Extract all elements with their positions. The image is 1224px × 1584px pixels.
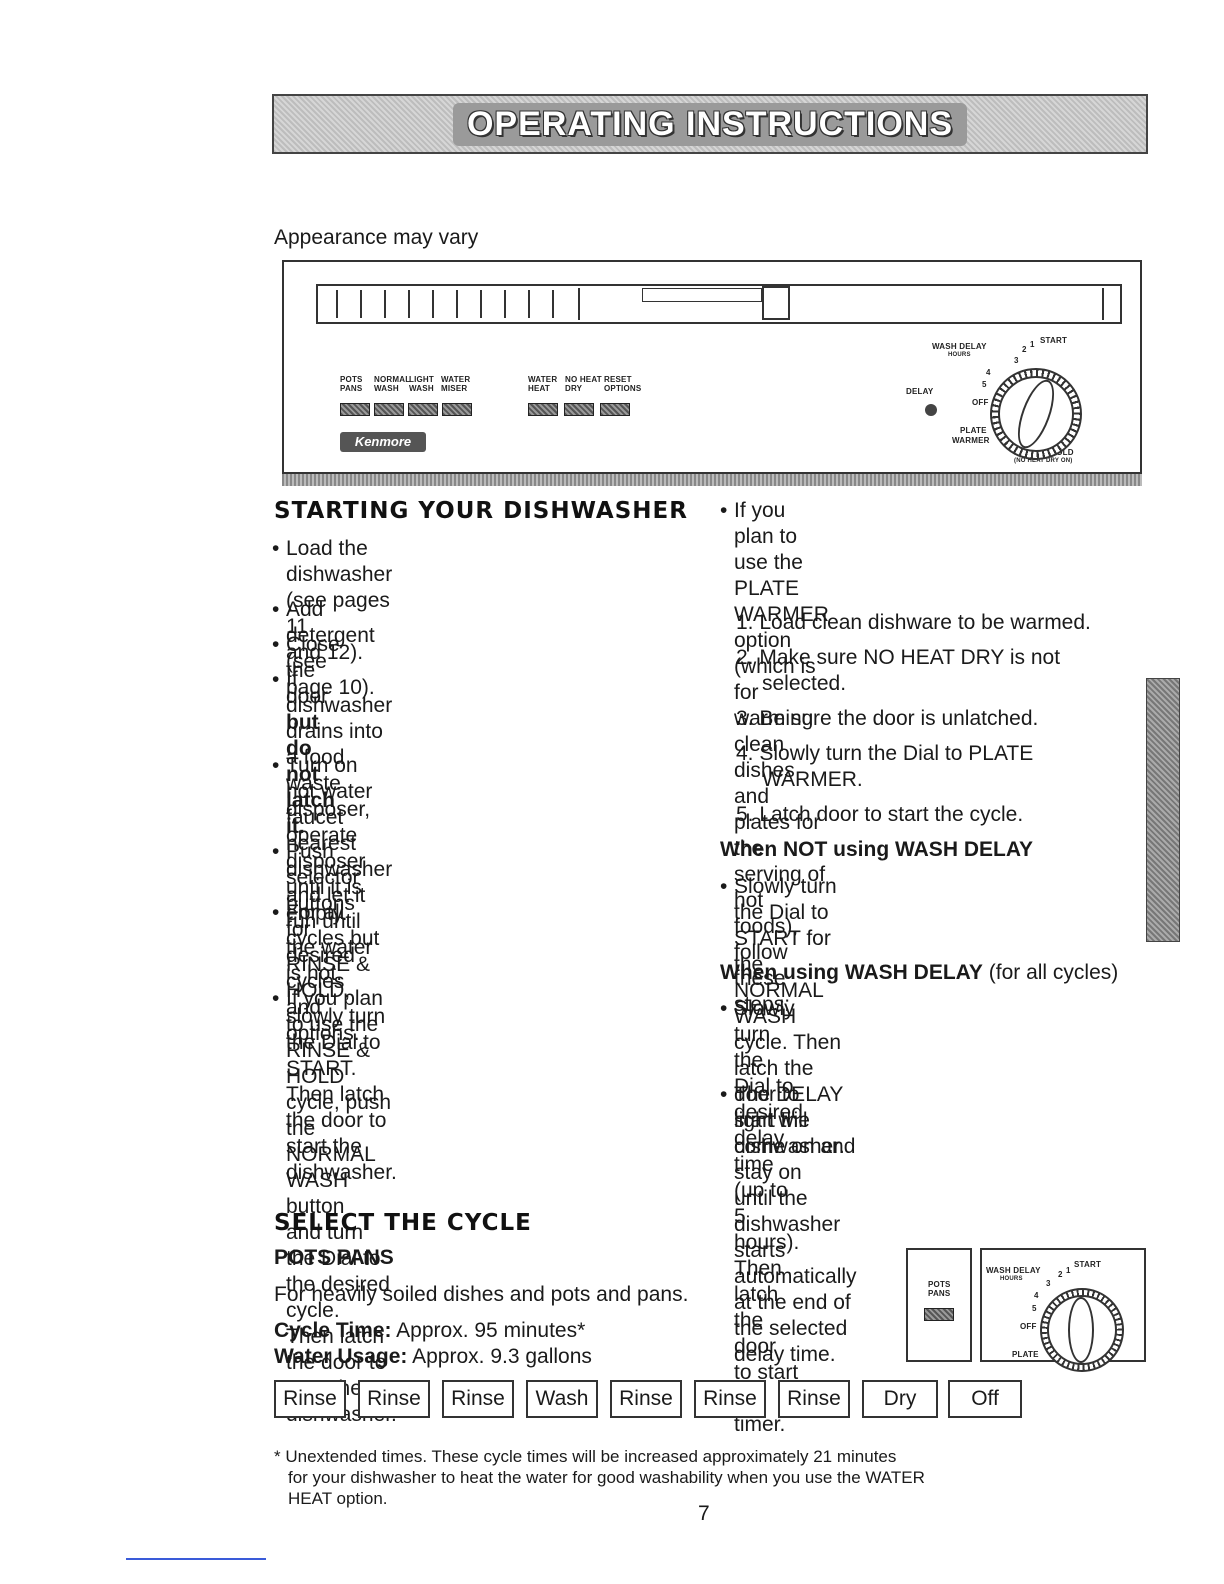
dial-label-off: OFF: [972, 398, 989, 407]
step-3: 3. Be sure the door is unlatched.: [736, 707, 1039, 730]
dial-label-start: START: [1040, 336, 1068, 345]
mini-label-start: START: [1074, 1260, 1102, 1269]
page-number: 7: [698, 1502, 710, 1525]
water-usage: Water Usage: Approx. 9.3 gallons: [274, 1345, 592, 1368]
starting-heading: STARTING YOUR DISHWASHER: [274, 498, 688, 524]
mini-dial-number-4: 4: [1034, 1291, 1039, 1300]
vent-slot: [504, 290, 506, 318]
mini-dial-number-5: 5: [1032, 1304, 1037, 1313]
step-5: 5. Latch door to start the cycle.: [736, 803, 1024, 826]
vent-slot: [456, 290, 458, 318]
dial-label-hours: HOURS: [948, 352, 971, 358]
dial-label-wash-delay: WASH DELAY: [932, 342, 987, 351]
pots-pans-description: For heavily soiled dishes and pots and p…: [274, 1283, 689, 1306]
cycle-step-box: Rinse: [610, 1380, 682, 1418]
select-cycle-heading: SELECT THE CYCLE: [274, 1210, 532, 1236]
mini-label-wash-delay: WASH DELAY: [986, 1266, 1041, 1275]
delay-label: DELAY: [906, 387, 934, 396]
latch-track: [642, 288, 762, 302]
vent-slot: [384, 290, 386, 318]
mini-button-pots-pans: [924, 1308, 954, 1321]
bottom-rule: [126, 1558, 266, 1560]
step-1: 1. Load clean dishware to be warmed.: [736, 611, 1091, 634]
cycle-step-box: Rinse: [358, 1380, 430, 1418]
panel-button-pots-pans: [340, 403, 370, 416]
vent-slot: [480, 290, 482, 318]
vent-slot: [360, 290, 362, 318]
dial-number-3: 3: [1014, 356, 1019, 365]
cycle-step-box: Off: [948, 1380, 1022, 1418]
header-banner: OPERATING INSTRUCTIONS: [272, 94, 1148, 154]
cycle-step-box: Rinse: [694, 1380, 766, 1418]
delay-indicator-light: [925, 404, 937, 416]
vent-slot: [408, 290, 410, 318]
vent-slot: [432, 290, 434, 318]
cycle-step-box: Wash: [526, 1380, 598, 1418]
footnote: * Unextended times. These cycle times wi…: [274, 1447, 925, 1508]
kenmore-logo: Kenmore: [340, 432, 426, 452]
cycle-time: Cycle Time: Approx. 95 minutes*: [274, 1319, 586, 1342]
mini-label-plate: PLATE: [1012, 1350, 1039, 1359]
vent-slot: [336, 290, 338, 318]
cycle-step-box: Rinse: [778, 1380, 850, 1418]
cycle-step-box: Dry: [862, 1380, 938, 1418]
panel-button-light-wash: [408, 403, 438, 416]
figure-caption: Appearance may vary: [274, 226, 479, 249]
mini-dial-number-3: 3: [1046, 1279, 1051, 1288]
mini-label-off: OFF: [1020, 1322, 1037, 1331]
panel-button-normal-wash: [374, 403, 404, 416]
vent-divider: [578, 288, 580, 320]
door-handle: [316, 284, 1122, 324]
not-using-delay-heading: When NOT using WASH DELAY: [720, 838, 1034, 861]
dial-label-plate: PLATE: [960, 426, 987, 435]
vent-slot: [552, 290, 554, 318]
panel-button-no-heat-dry: [564, 403, 594, 416]
handle-end: [1102, 288, 1104, 320]
panel-button-water-miser: [442, 403, 472, 416]
cycle-step-box: Rinse: [442, 1380, 514, 1418]
panel-button-water-heat: [528, 403, 558, 416]
dial-number-5: 5: [982, 380, 987, 389]
mini-dial-number-2: 2: [1058, 1270, 1063, 1279]
dial-number-4: 4: [986, 368, 991, 377]
section-side-tab: [1146, 678, 1180, 942]
mini-dial-number-1: 1: [1066, 1266, 1071, 1275]
pots-pans-heading: POTS PANS: [274, 1246, 394, 1269]
dial-label-no-heat-dry-on: (NO HEAT DRY ON): [1014, 458, 1073, 464]
mini-dial-grip: [1068, 1297, 1094, 1363]
mini-panel-buttons: [906, 1248, 972, 1362]
dial-label-warmer: WARMER: [952, 436, 990, 445]
cycle-step-box: Rinse: [274, 1380, 346, 1418]
vent-slot: [528, 290, 530, 318]
dial-number-2: 2: [1022, 345, 1027, 354]
mini-label-hours: HOURS: [1000, 1276, 1023, 1282]
latch-knob: [762, 286, 790, 320]
panel-button-reset-options: [600, 403, 630, 416]
dial-number-1: 1: [1030, 340, 1035, 349]
page-title: OPERATING INSTRUCTIONS: [452, 102, 968, 146]
panel-shadow: [282, 474, 1142, 486]
using-delay-heading: When using WASH DELAY (for all cycles): [720, 961, 1119, 984]
